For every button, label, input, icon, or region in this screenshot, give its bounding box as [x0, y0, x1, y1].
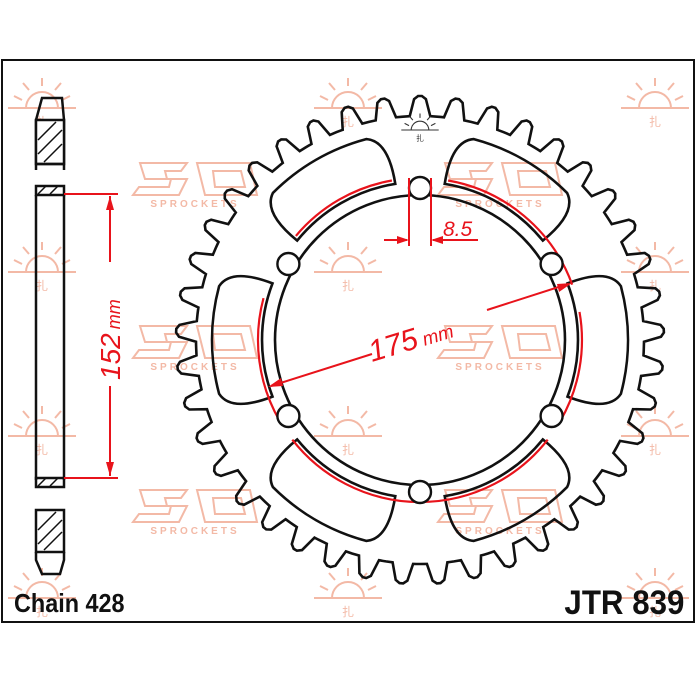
bolt-circle-arc [559, 311, 584, 422]
bolt-hole [276, 403, 301, 429]
center-bore-value: 152mm [95, 299, 126, 380]
bolt-hole [276, 251, 301, 277]
bolt-hole-dimension [384, 178, 478, 246]
lightening-slot [443, 437, 571, 543]
lightening-slots [210, 137, 630, 543]
bolt-holes [276, 175, 564, 505]
bolt-circle-arc [256, 297, 281, 422]
bolt-hole [539, 251, 564, 277]
chain-profile [34, 96, 66, 576]
part-number-label: JTR 839 [564, 584, 684, 622]
bolt-circle-dimension [268, 283, 572, 387]
lightening-slot [269, 137, 397, 243]
drawing-frame [1, 59, 695, 623]
sprocket-teeth-outline [174, 94, 666, 585]
center-bore-dimension [64, 193, 118, 479]
bolt-hole [407, 479, 433, 505]
bolt-hole-value: 8.5 [443, 218, 473, 241]
bolt-circle-arc [295, 179, 393, 237]
chain-size-label: Chain 428 [14, 588, 125, 618]
bolt-circle-value: 175mm [364, 312, 457, 369]
lightening-slot [443, 137, 571, 243]
lightening-slot [565, 274, 630, 406]
bolt-hole [407, 175, 433, 201]
bolt-hole [539, 403, 564, 429]
center-bore-circle [273, 193, 567, 487]
lightening-slot [269, 437, 397, 543]
lightening-slot [210, 274, 275, 406]
svg-text:扎: 扎 [416, 133, 424, 143]
sprocket-logo-icon: 扎 [401, 113, 439, 143]
